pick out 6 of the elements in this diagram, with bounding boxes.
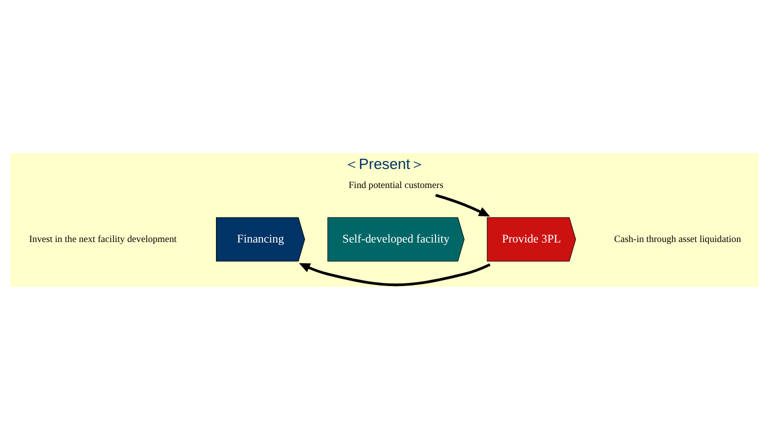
label: Cash-in through asset liquidation	[614, 234, 742, 245]
diagram-title: ＜Present＞	[344, 156, 426, 174]
arrow	[298, 263, 491, 286]
label: Invest in the next facility development	[29, 234, 177, 245]
arrow	[435, 194, 490, 216]
node-text: Find potential customers	[348, 180, 444, 191]
